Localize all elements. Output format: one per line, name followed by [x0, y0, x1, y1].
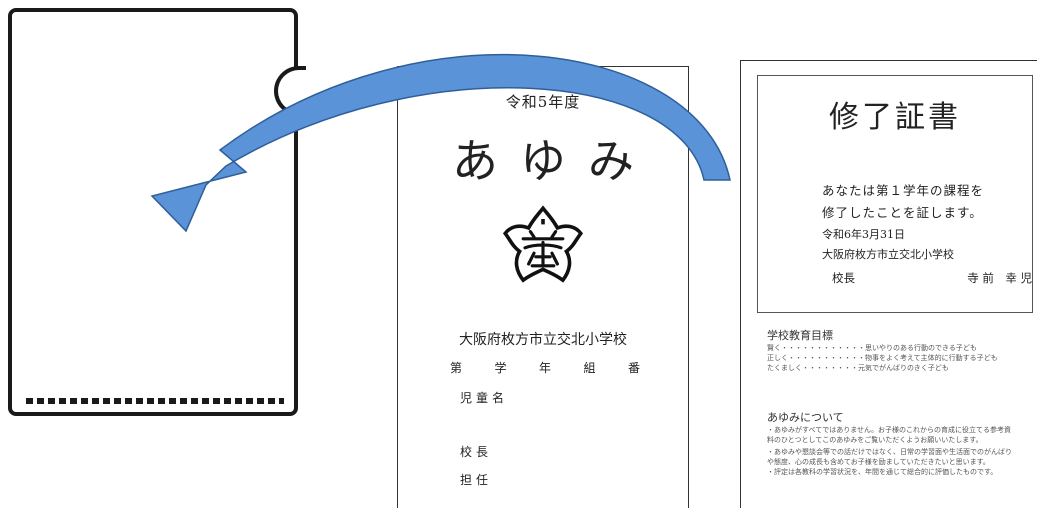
grade-row-label: 番 — [627, 361, 640, 375]
report-card-cover: 令和5年度 あゆみ 大阪府枚方市立交北小学校 第 学 年 組 番 児童名 校長 … — [397, 66, 689, 508]
grade-row-label: 学 — [494, 361, 507, 375]
goal-line: 賢く・・・・・・・・・・・・思いやりのある行動のできる子ども — [767, 344, 977, 352]
certificate-principal: 校長 寺 前 幸 児 — [832, 270, 1032, 286]
goals-heading: 学校教育目標 — [767, 329, 833, 342]
about-line: 料のひとつとしてこのあゆみをご覧いただくようお願いいたします。 — [767, 436, 983, 444]
grade-class-row: 第 学 年 組 番 — [450, 359, 640, 376]
child-name-label: 児童名 — [460, 391, 509, 405]
grade-row-label: 年 — [538, 361, 551, 375]
booklet-year: 令和5年度 — [505, 93, 581, 111]
certificate-text-line: 修了したことを証します。 — [822, 205, 983, 220]
clear-file-folder — [8, 8, 298, 416]
about-line: や態度、心の成長も含めてお子様を励ましていただきたいと思います。 — [767, 458, 990, 466]
grade-row-label: 第 — [450, 361, 463, 375]
certificate-text-line: あなたは第１学年の課程を — [822, 183, 985, 198]
about-line: ・あゆみや懇談会等での話だけではなく、日常の学習面や生活面でのがんばり — [767, 448, 1012, 456]
certificate-school: 大阪府枚方市立交北小学校 — [822, 248, 954, 261]
teacher-label: 担任 — [460, 473, 493, 487]
about-line: ・評定は各教科の学習状況を、年間を通じて総合的に評価したものです。 — [767, 468, 998, 476]
certificate-page: 修了証書 あなたは第１学年の課程を 修了したことを証します。 令和6年3月31日… — [740, 60, 1037, 508]
school-emblem-icon — [502, 205, 584, 283]
certificate-frame: 修了証書 あなたは第１学年の課程を 修了したことを証します。 令和6年3月31日… — [757, 75, 1033, 313]
certificate-date: 令和6年3月31日 — [822, 228, 905, 241]
principal-name: 寺 前 幸 児 — [967, 271, 1032, 285]
principal-title: 校長 — [832, 271, 855, 285]
folder-perforation — [26, 398, 284, 404]
goal-line: 正しく・・・・・・・・・・・物事をよく考えて主体的に行動する子ども — [767, 354, 998, 362]
curved-arrow-shape — [150, 53, 731, 233]
about-line: ・あゆみがすべてではありません。お子様のこれからの育成に役立てる参考資 — [767, 426, 1012, 434]
about-heading: あゆみについて — [767, 411, 844, 424]
booklet-title: あゆみ — [452, 134, 656, 188]
grade-row-label: 組 — [583, 361, 596, 375]
principal-label: 校長 — [460, 445, 493, 459]
booklet-school-name: 大阪府枚方市立交北小学校 — [459, 332, 627, 348]
goal-line: たくましく・・・・・・・・元気でがんばりのきく子ども — [767, 364, 949, 372]
certificate-title: 修了証書 — [829, 100, 961, 135]
